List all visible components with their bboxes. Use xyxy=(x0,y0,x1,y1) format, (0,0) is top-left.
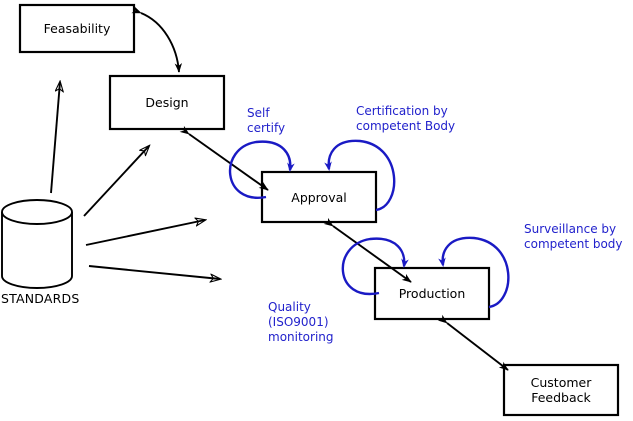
loop-surveillance-by-competent-body xyxy=(438,236,510,309)
annotation-surveillance-by-competent-body: Surveillance by competent body xyxy=(524,222,623,251)
connector-design-to-approval xyxy=(179,125,269,191)
connector-standards-to-production xyxy=(88,265,220,279)
annotation-self-certify: Self certify xyxy=(247,106,286,135)
node-shape-production[interactable] xyxy=(373,266,491,321)
node-shape-approval[interactable] xyxy=(260,170,378,224)
connector-approval-to-production xyxy=(323,217,412,283)
loop-quality-iso9001-monitoring xyxy=(341,237,409,296)
loop-self-certify xyxy=(229,140,295,199)
node-label-standards: STANDARDS xyxy=(1,291,80,306)
connector-standards-to-approval xyxy=(85,220,205,246)
node-shape-standards[interactable] xyxy=(1,199,73,289)
node-shape-customer-feedback[interactable] xyxy=(502,363,620,417)
node-shape-feasability[interactable] xyxy=(18,3,136,54)
connector-standards-to-design xyxy=(83,146,149,217)
connector-standards-to-feasability xyxy=(50,82,60,194)
annotation-quality-iso9001-monitoring: Quality (ISO9001) monitoring xyxy=(268,300,334,344)
connector-design-to-feasability xyxy=(131,6,183,73)
annotation-certification-by-competent-body: Certification by competent Body xyxy=(356,104,456,133)
connector-production-to-customer-feedback xyxy=(437,314,509,371)
loop-certification-by-competent-body xyxy=(324,139,396,212)
node-shape-design[interactable] xyxy=(108,74,226,131)
